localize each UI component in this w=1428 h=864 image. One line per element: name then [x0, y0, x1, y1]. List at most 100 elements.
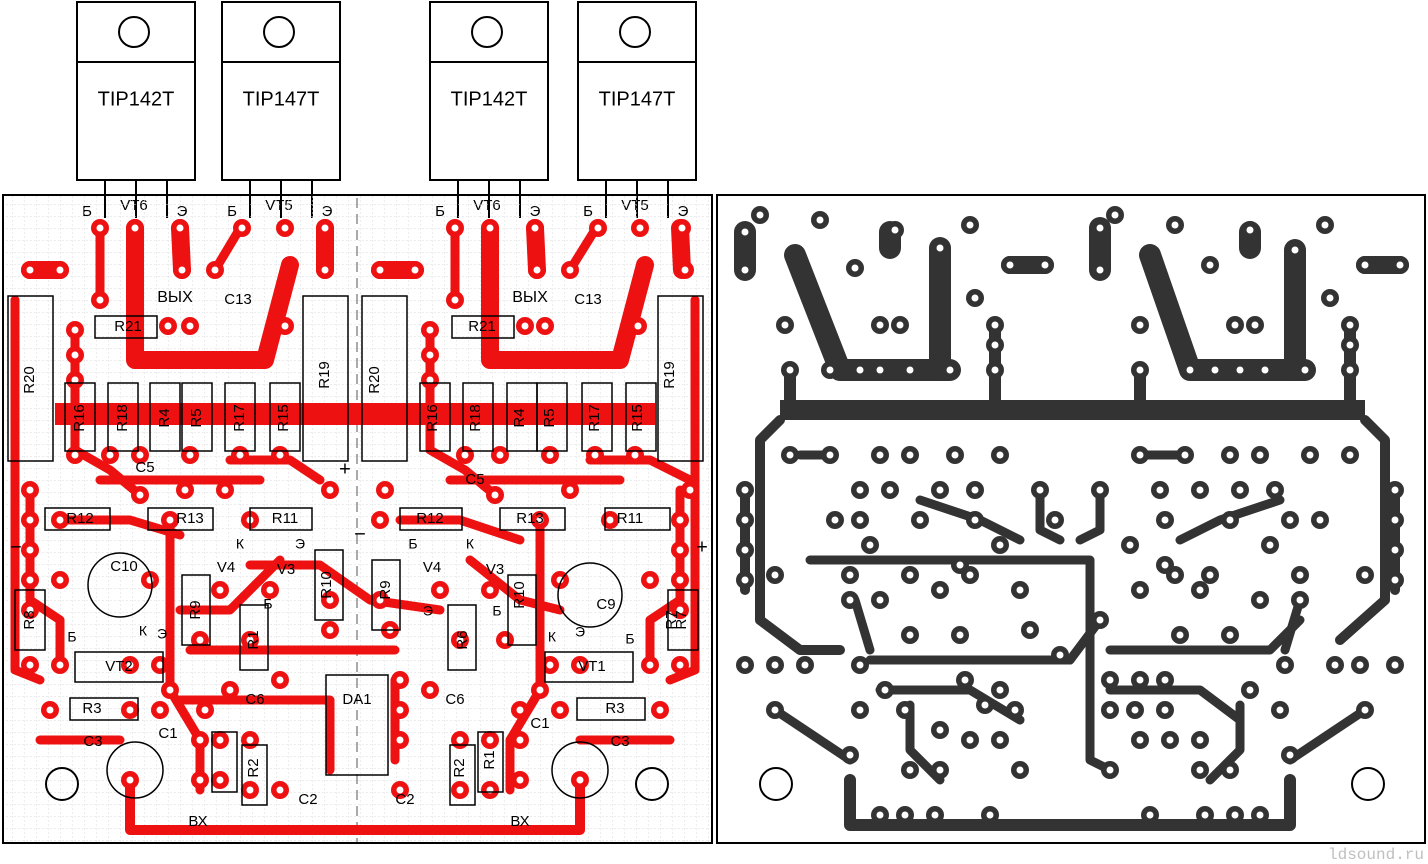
dark-trace: [1105, 685, 1245, 725]
transistor-part-label: TIP142T: [98, 88, 175, 110]
electrolytic-capacitor: [87, 552, 153, 618]
drill-hole: [1281, 661, 1289, 669]
drill-hole: [1226, 766, 1234, 774]
label-left-r19: R19: [316, 361, 333, 389]
mounting-hole: [263, 16, 295, 48]
resistor: [536, 382, 568, 452]
label-right-c1: C1: [530, 715, 549, 732]
label-left-vt2: VT2: [105, 658, 133, 675]
drill-hole: [676, 546, 684, 554]
drill-hole: [1111, 211, 1119, 219]
copper-trace: [125, 775, 585, 835]
drill-hole: [1041, 261, 1049, 269]
drill-hole: [536, 686, 544, 694]
drill-hole: [556, 576, 564, 584]
drill-hole: [1306, 451, 1314, 459]
label-left-r21: R21: [114, 318, 142, 335]
drill-hole: [1346, 321, 1354, 329]
drill-hole: [996, 736, 1004, 744]
drill-hole: [246, 736, 254, 744]
resistor: [64, 382, 96, 452]
drill-hole: [846, 751, 854, 759]
drill-hole: [576, 661, 584, 669]
label-left-r11: R11: [272, 510, 298, 527]
drill-hole: [856, 661, 864, 669]
drill-hole: [1391, 661, 1399, 669]
drill-hole: [936, 586, 944, 594]
drill-hole: [771, 706, 779, 714]
drill-hole: [536, 516, 544, 524]
drill-hole: [1106, 706, 1114, 714]
drill-hole: [1146, 811, 1154, 819]
dark-trace: [770, 705, 855, 765]
dark-traces: [734, 206, 1409, 831]
copper-trace: [245, 560, 445, 615]
drill-hole: [201, 706, 209, 714]
drill-hole: [166, 686, 174, 694]
drill-hole: [971, 516, 979, 524]
dark-trace: [875, 685, 1025, 725]
drill-hole: [276, 786, 284, 794]
pin-mark: К: [466, 536, 475, 552]
drill-hole: [786, 451, 794, 459]
pin-mark: К: [548, 629, 557, 645]
drill-hole: [126, 706, 134, 714]
drill-hole: [991, 366, 999, 374]
label-left-c13: C13: [224, 291, 252, 308]
drill-hole: [1256, 811, 1264, 819]
mounting-hole: [619, 16, 651, 48]
drill-hole: [396, 676, 404, 684]
drill-hole: [991, 321, 999, 329]
drill-hole: [606, 516, 614, 524]
resistor: [181, 574, 211, 646]
copper-trace: [585, 455, 695, 485]
mounting-hole: [45, 767, 79, 801]
drill-hole: [501, 636, 509, 644]
drill-hole: [221, 486, 229, 494]
drill-hole: [71, 351, 79, 359]
label-right-r7: R7: [673, 610, 690, 629]
drill-hole: [1136, 366, 1144, 374]
label-left-c6: C6: [245, 691, 264, 708]
drill-hole: [281, 224, 289, 232]
drill-hole: [971, 294, 979, 302]
resistor: [44, 507, 111, 531]
pin-mark: Э: [575, 624, 585, 640]
drill-hole: [196, 636, 204, 644]
drill-hole: [678, 224, 686, 232]
drill-hole: [1196, 766, 1204, 774]
label-right-r16: R16: [424, 404, 441, 432]
drill-hole: [1236, 486, 1244, 494]
drill-hole: [676, 606, 684, 614]
drill-hole: [636, 224, 644, 232]
resistor: [477, 731, 504, 793]
label-right-r1: R1: [481, 750, 498, 769]
ground-bus: [55, 403, 655, 425]
label-left-c5: C5: [135, 459, 154, 476]
drill-hole: [566, 486, 574, 494]
drill-hole: [1321, 221, 1329, 229]
dark-trace: [1035, 485, 1065, 545]
drill-hole: [211, 266, 219, 274]
drill-hole: [741, 486, 749, 494]
chip-footprint: [325, 674, 389, 776]
drill-hole: [1211, 366, 1219, 374]
drill-hole: [376, 516, 384, 524]
label-right-r15: R15: [629, 404, 646, 432]
drill-hole: [46, 706, 54, 714]
copper-trace: [395, 515, 525, 545]
drill-hole: [1136, 676, 1144, 684]
drill-hole: [326, 486, 334, 494]
drill-hole: [321, 224, 329, 232]
label-left-v3: V3: [277, 561, 295, 578]
drill-hole: [56, 661, 64, 669]
drill-hole: [1391, 486, 1399, 494]
drill-hole: [1196, 486, 1204, 494]
drill-hole: [781, 321, 789, 329]
label-right-c9: C9: [596, 596, 615, 613]
drill-hole: [486, 586, 494, 594]
mounting-hole: [471, 16, 503, 48]
resistor: [399, 507, 463, 531]
drill-hole: [576, 776, 584, 784]
